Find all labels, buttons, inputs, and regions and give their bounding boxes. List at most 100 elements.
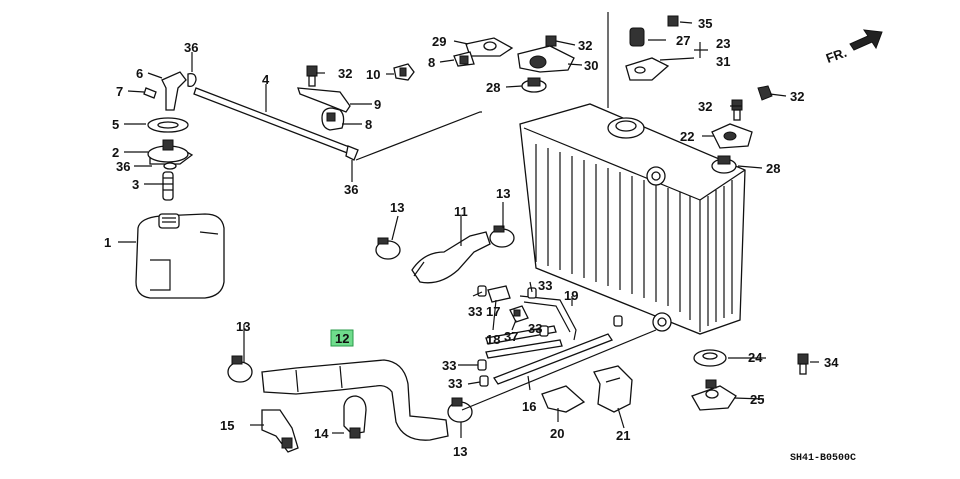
upper-mount-22[interactable] [711, 123, 753, 149]
callout-21: 21 [616, 428, 630, 443]
clamp-8-left[interactable] [321, 107, 345, 131]
callout-11: 11 [454, 204, 468, 219]
clip-10[interactable] [393, 63, 415, 81]
callout-28-right: 28 [766, 161, 780, 176]
callout-13-lower-right: 13 [453, 444, 467, 459]
callout-4: 4 [262, 72, 270, 87]
cushion-28-right[interactable] [711, 155, 737, 174]
hose-clip-36-upper[interactable] [187, 72, 197, 88]
clamp-33-c[interactable] [539, 325, 549, 337]
hose-clamp-13-upper-right[interactable] [489, 225, 515, 248]
clamp-33-a[interactable] [477, 285, 487, 297]
atf-cooler-hose-18[interactable] [485, 325, 563, 359]
callout-28-upper: 28 [486, 80, 500, 95]
bracket-20[interactable] [541, 385, 586, 413]
hose-clamp-13-lower-left[interactable] [227, 355, 253, 383]
upper-radiator-hose[interactable] [411, 231, 491, 284]
callout-19: 19 [564, 288, 578, 303]
cushion-28-upper[interactable] [521, 77, 547, 93]
callout-7: 7 [116, 84, 123, 99]
bolt-32-bracket[interactable] [306, 65, 318, 87]
callout-9: 9 [374, 97, 381, 112]
small-clip-7[interactable] [143, 87, 157, 99]
hose-clamp-13-upper-left[interactable] [375, 237, 401, 260]
callout-8-upper: 8 [428, 55, 435, 70]
callout-30: 30 [584, 58, 598, 73]
reserve-tank[interactable] [135, 213, 225, 299]
callout-32-upper: 32 [578, 38, 592, 53]
band-21[interactable] [593, 365, 633, 413]
callout-8-left: 8 [365, 117, 372, 132]
highlight-box-12 [330, 329, 354, 347]
callout-33-b: 33 [538, 278, 552, 293]
callout-35: 35 [698, 16, 712, 31]
callout-29: 29 [432, 34, 446, 49]
callout-12-highlighted: 12 [335, 331, 349, 346]
clamp-33-e[interactable] [479, 375, 489, 387]
bracket-31[interactable] [625, 57, 670, 81]
callout-36-left: 36 [116, 159, 130, 174]
callout-32-right-a: 32 [698, 99, 712, 114]
callout-1: 1 [104, 235, 111, 250]
lower-bracket-25[interactable] [691, 379, 737, 411]
cushion-27[interactable] [629, 27, 645, 47]
leader-lines [118, 21, 819, 438]
reserve-tank-cap-fitting[interactable] [161, 71, 187, 111]
reserve-tank-gasket[interactable] [147, 117, 189, 133]
fitting-37[interactable] [509, 305, 529, 323]
clamp-33-b[interactable] [527, 287, 537, 299]
clamp-8-upper[interactable] [453, 51, 475, 67]
overflow-tube[interactable] [162, 171, 174, 201]
bolt-32-right-b[interactable] [757, 85, 773, 101]
callout-16: 16 [522, 399, 536, 414]
callout-33-a: 33 [468, 304, 482, 319]
callout-labels: 1 2 3 4 5 6 7 36 36 36 32 9 8 10 8 29 32… [104, 16, 856, 464]
reserve-tank-cap[interactable] [147, 139, 194, 165]
radiator-cap[interactable] [607, 117, 645, 139]
callout-36-top: 36 [184, 40, 198, 55]
callout-37: 37 [504, 329, 518, 344]
callout-22: 22 [680, 129, 694, 144]
nut-35[interactable] [667, 15, 679, 27]
callout-13-lower-left: 13 [236, 319, 250, 334]
callout-15: 15 [220, 418, 234, 433]
upper-mount-29[interactable] [465, 37, 514, 57]
callout-36-bottom: 36 [344, 182, 358, 197]
clamp-33-f[interactable] [613, 315, 623, 327]
callout-32-right-b: 32 [790, 89, 804, 104]
callout-18: 18 [486, 332, 500, 347]
diagram-code: SH41-B0500C [790, 453, 856, 464]
radiator-lower-outlet[interactable] [652, 312, 672, 332]
callout-33-c: 33 [528, 321, 542, 336]
tank-bracket[interactable] [297, 87, 351, 113]
front-direction-arrow-icon [849, 29, 883, 51]
callout-17: 17 [486, 304, 500, 319]
atf-cooler-pipe-19[interactable] [519, 295, 577, 341]
hose-clamp-13-lower-right[interactable] [447, 397, 473, 423]
clip-36-left[interactable] [163, 162, 177, 170]
clip-17[interactable] [487, 285, 511, 303]
bolt-32-right-a[interactable] [731, 99, 743, 121]
callout-2: 2 [112, 145, 119, 160]
mount-bracket-30[interactable] [517, 45, 575, 73]
callout-32-bracket: 32 [338, 66, 352, 81]
siphon-tube[interactable] [193, 87, 359, 161]
callout-31: 31 [716, 54, 730, 69]
lower-cushion-24[interactable] [693, 349, 727, 367]
callout-20: 20 [550, 426, 564, 441]
callout-13-upper-right: 13 [496, 186, 510, 201]
radiator-core[interactable] [519, 103, 746, 335]
atf-cooler-hose-16[interactable] [493, 333, 613, 385]
clip-14[interactable] [343, 395, 367, 439]
bolt-34[interactable] [797, 353, 809, 375]
clamp-33-d[interactable] [477, 359, 487, 371]
callout-33-e: 33 [448, 376, 462, 391]
callout-24: 24 [748, 350, 763, 365]
clip-15[interactable] [261, 409, 299, 453]
callout-27: 27 [676, 33, 690, 48]
radiator-upper-inlet[interactable] [646, 166, 666, 186]
front-direction-label: FR. [824, 45, 849, 66]
lower-radiator-hose[interactable] [261, 359, 449, 441]
callout-5: 5 [112, 117, 119, 132]
bolt-32-upper[interactable] [545, 35, 557, 47]
